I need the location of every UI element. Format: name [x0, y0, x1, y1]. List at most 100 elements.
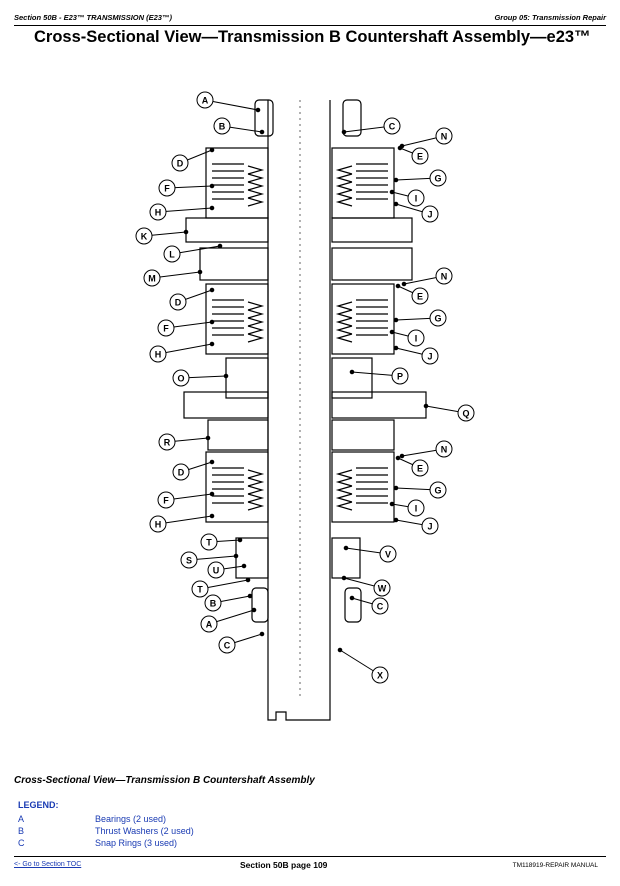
shaft-outline	[267, 100, 331, 721]
callout-label: S	[186, 556, 192, 566]
callout-circle	[407, 499, 425, 517]
return-spring	[247, 477, 265, 487]
leader-arrowhead	[349, 369, 355, 375]
callout-label: Q	[462, 409, 469, 419]
callout-c: C	[383, 117, 401, 135]
leader-line	[157, 207, 213, 213]
callout-label: F	[164, 184, 170, 194]
leader-arrowhead	[337, 647, 343, 653]
callout-circle	[429, 481, 447, 499]
callout-label: M	[148, 274, 156, 284]
callout-circle	[169, 293, 187, 311]
return-spring	[335, 469, 353, 479]
header-group: Group 05: Transmission Repair	[494, 13, 606, 22]
callout-p: P	[391, 367, 409, 385]
return-spring	[247, 165, 265, 175]
go-to-section-toc-link[interactable]: <- Go to Section TOC	[14, 861, 82, 868]
callout-circle	[204, 594, 222, 612]
manual-number: TM118919-REPAIR MANUAL	[512, 862, 598, 869]
page-number: Section 50B page 109	[240, 860, 328, 870]
callout-circle	[411, 459, 429, 477]
leader-arrowhead	[395, 283, 401, 289]
legend-text: Bearings (2 used)	[95, 814, 167, 824]
callout-label: P	[397, 372, 403, 382]
return-spring	[247, 325, 265, 335]
callout-i: I	[407, 189, 425, 207]
leader-line	[157, 343, 213, 355]
callout-circle	[157, 319, 175, 337]
callout-circle	[407, 329, 425, 347]
leader-arrowhead	[247, 593, 253, 599]
callout-label: N	[441, 272, 448, 282]
header-section: Section 50B - E23™ TRANSMISSION (E23™)	[14, 13, 172, 22]
header-rule	[14, 25, 606, 26]
leader-arrowhead	[241, 563, 247, 569]
leader-arrowhead	[245, 577, 251, 583]
callout-a: A	[196, 91, 214, 109]
leader-arrowhead	[399, 453, 405, 459]
callout-label: C	[389, 122, 396, 132]
callout-label: H	[155, 520, 162, 530]
callout-circle	[200, 533, 218, 551]
callout-b: B	[213, 117, 231, 135]
return-spring	[335, 325, 353, 335]
clutch-housing-right	[331, 451, 395, 523]
leader-arrowhead	[423, 403, 429, 409]
callout-circle	[135, 227, 153, 245]
leader-arrowhead	[223, 373, 229, 379]
leader-arrowhead	[393, 485, 399, 491]
callout-label: E	[417, 292, 423, 302]
return-spring	[335, 317, 353, 327]
callout-label: H	[155, 208, 162, 218]
callout-label: D	[178, 468, 185, 478]
return-spring	[335, 165, 353, 175]
callout-circle	[411, 287, 429, 305]
leader-arrowhead	[259, 631, 265, 637]
leader-arrowhead	[341, 575, 347, 581]
callout-circle	[429, 169, 447, 187]
callout-label: W	[378, 584, 387, 594]
callout-c: C	[371, 597, 389, 615]
leader-arrowhead	[209, 491, 215, 497]
leader-arrowhead	[209, 147, 215, 153]
callout-label: R	[164, 438, 171, 448]
callout-b: B	[204, 594, 222, 612]
callout-circle	[421, 205, 439, 223]
clutch-housing-right	[331, 283, 395, 355]
leader-arrowhead	[341, 129, 347, 135]
legend-key: A	[18, 814, 25, 824]
callout-label: L	[169, 250, 175, 260]
leader-line	[204, 99, 259, 111]
callout-k: K	[135, 227, 153, 245]
callout-circle	[191, 580, 209, 598]
page-title: Cross-Sectional View—Transmission B Coun…	[34, 28, 591, 46]
callout-label: A	[206, 620, 213, 630]
callout-label: G	[434, 314, 441, 324]
callout-label: B	[219, 122, 226, 132]
callout-d: D	[172, 463, 190, 481]
leader-arrowhead	[233, 553, 239, 559]
callout-n: N	[435, 127, 453, 145]
leader-arrowhead	[389, 189, 395, 195]
return-spring	[247, 333, 265, 343]
callout-e: E	[411, 459, 429, 477]
callout-j: J	[421, 517, 439, 535]
callout-label: T	[206, 538, 212, 548]
gear-hub	[331, 419, 395, 451]
leader-arrowhead	[237, 537, 243, 543]
callout-label: X	[377, 671, 383, 681]
callout-j: J	[421, 347, 439, 365]
legend-title: LEGEND:	[18, 800, 59, 810]
callout-e: E	[411, 147, 429, 165]
callout-f: F	[157, 319, 175, 337]
callout-circle	[379, 545, 397, 563]
return-spring	[247, 301, 265, 311]
callout-u: U	[207, 561, 225, 579]
callout-circle	[383, 117, 401, 135]
leader-arrowhead	[397, 145, 403, 151]
callout-label: U	[213, 566, 220, 576]
leader-arrowhead	[393, 201, 399, 207]
bearing	[251, 587, 269, 623]
callout-label: I	[415, 194, 418, 204]
